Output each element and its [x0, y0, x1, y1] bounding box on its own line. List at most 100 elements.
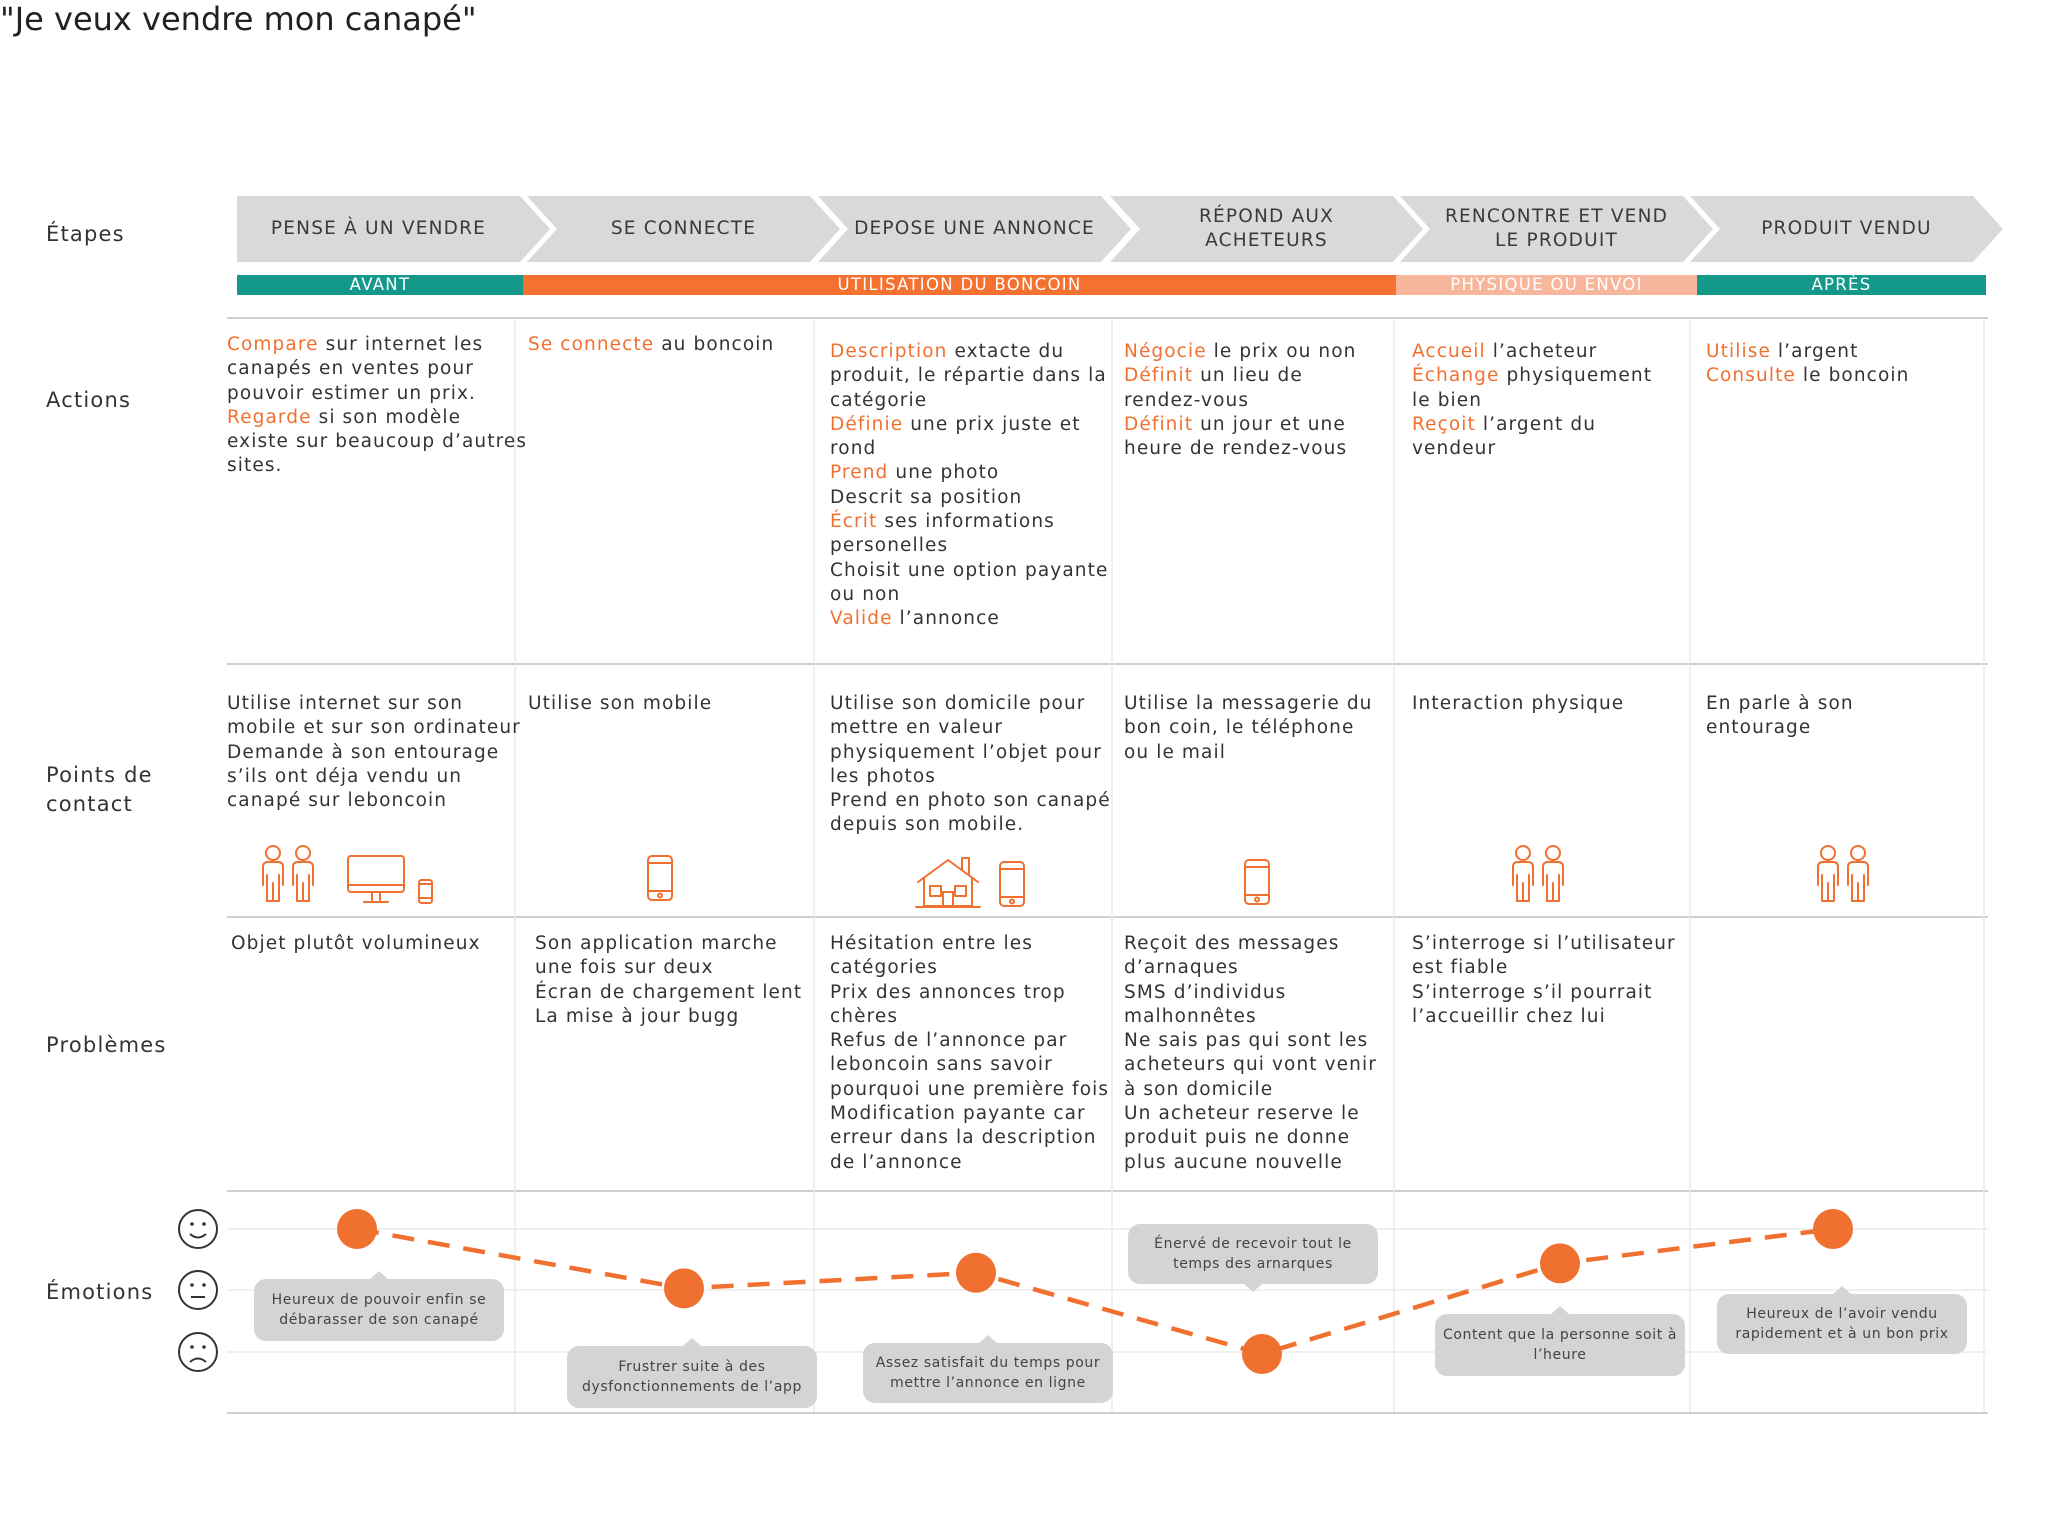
action-verb: Compare — [227, 334, 319, 355]
problem-line: une fois sur deux — [535, 957, 714, 979]
problem-line: leboncoin sans savoir — [830, 1054, 1053, 1076]
emotion-line — [356, 1226, 1834, 1357]
stage-arrow-2 — [527, 196, 840, 262]
action-text: l’argent — [1770, 341, 1859, 362]
action-line: catégorie — [830, 389, 1108, 413]
action-line: Définie une prix juste et — [830, 413, 1108, 437]
action-line: le bien — [1412, 389, 1652, 413]
action-verb: Valide — [830, 608, 893, 630]
stage-arrow-5 — [1400, 196, 1713, 262]
annotation-line: rapidement et à un bon prix — [1735, 1326, 1949, 1342]
phone-icon — [1244, 859, 1270, 905]
problem-line: S’interroge s’il pourrait — [1412, 981, 1653, 1003]
problem-line: catégories — [830, 957, 938, 979]
phase-label-1: AVANT — [349, 275, 411, 294]
action-verb: Regarde — [227, 406, 312, 428]
problem-line: malhonnêtes — [1124, 1005, 1257, 1027]
contact-line: Prend en photo son canapé — [830, 790, 1111, 812]
annotation-line: temps des arnarques — [1173, 1256, 1333, 1272]
row-label-actions: Actions — [46, 388, 132, 412]
action-verb: Reçoit — [1412, 413, 1476, 435]
stage-arrow-3 — [818, 196, 1131, 262]
contact-line: ou le mail — [1124, 741, 1226, 763]
monitor-icon — [347, 855, 405, 903]
action-line: Regarde si son modèle — [227, 406, 527, 430]
action-line: Accueil l’acheteur — [1412, 340, 1652, 364]
row-label-points-contact-line2: contact — [46, 792, 133, 816]
action-text: physiquement — [1499, 365, 1653, 387]
problem-line: Refus de l’annonce par — [830, 1030, 1068, 1052]
small-phone-icon — [418, 879, 433, 904]
emotion-point-6 — [1813, 1209, 1853, 1249]
phase-label-3: PHYSIQUE OU ENVOI — [1450, 275, 1643, 294]
problem-line: plus aucune nouvelle — [1124, 1151, 1343, 1173]
stage-label-2: SE CONNECTE — [544, 196, 824, 262]
problem-line: est fiable — [1412, 957, 1509, 979]
action-verb: Consulte — [1706, 365, 1796, 387]
emotion-point-5 — [1540, 1243, 1580, 1284]
action-text: rond — [830, 438, 877, 460]
action-verb: Description — [830, 341, 948, 362]
action-text: une photo — [888, 462, 1000, 484]
stage-arrow-6 — [1690, 196, 2003, 262]
action-verb: Se connecte — [528, 334, 655, 355]
stage-label-6: PRODUIT VENDU — [1707, 196, 1987, 262]
stage-label-line1: RÉPOND AUX — [1198, 206, 1335, 227]
action-line: heure de rendez-vous — [1124, 437, 1356, 461]
emotion-point-2 — [664, 1268, 704, 1309]
stage-label-lines: DEPOSE UNE ANNONCE — [854, 217, 1095, 241]
action-line: canapés en ventes pour — [227, 357, 527, 381]
stage-label-lines: PRODUIT VENDU — [1761, 217, 1932, 241]
action-line: Échange physiquement — [1412, 364, 1652, 388]
row-label-problemes: Problèmes — [46, 1033, 167, 1057]
problem-line: La mise à jour bugg — [535, 1005, 740, 1027]
contact-line: physiquement l’objet pour — [830, 741, 1102, 763]
action-line: personelles — [830, 534, 1108, 558]
contact-line: bon coin, le téléphone — [1124, 717, 1355, 739]
problem-line: Son application marche — [535, 933, 778, 954]
action-verb: Définit — [1124, 413, 1194, 435]
people-icon — [1512, 845, 1564, 902]
problem-line: erreur dans la description — [830, 1127, 1097, 1149]
contact-line: mobile et sur son ordinateur — [227, 717, 521, 739]
annotation-line: Content que la personne soit à — [1442, 1327, 1678, 1343]
page-title: "Je veux vendre mon canapé" — [0, 0, 477, 38]
action-text: catégorie — [830, 389, 928, 411]
problem-line: Écran de chargement lent — [535, 981, 803, 1003]
phase-bar-1 — [237, 275, 523, 295]
problem-line: pourquoi une première fois — [830, 1078, 1110, 1100]
action-line: sites. — [227, 454, 527, 478]
emotion-faces — [178, 1209, 218, 1372]
contacts-cell-2: Utilise son mobile — [528, 692, 712, 840]
action-verb: Échange — [1412, 365, 1500, 387]
action-line: Valide l’annonce — [830, 607, 1108, 631]
annotation-line: l’heure — [1533, 1347, 1587, 1363]
emotion-point-4 — [1242, 1334, 1282, 1374]
stage-label-3: DEPOSE UNE ANNONCE — [835, 196, 1115, 262]
action-text: l’annonce — [892, 608, 1000, 630]
stage-arrows — [237, 196, 2003, 262]
contact-line: Interaction physique — [1412, 693, 1625, 714]
action-text: si son modèle — [311, 406, 462, 428]
action-line: Reçoit l’argent du — [1412, 413, 1652, 437]
action-line: ou non — [830, 583, 1108, 607]
row-label-emotions: Émotions — [46, 1280, 154, 1304]
action-text: au boncoin — [654, 334, 775, 355]
contact-line: canapé sur leboncoin — [227, 790, 448, 812]
action-text: le boncoin — [1795, 365, 1910, 387]
emotion-annotation-5: Content que la personne soit à l’heure — [1435, 1306, 1685, 1376]
problem-line: Objet plutôt volumineux — [231, 933, 481, 954]
